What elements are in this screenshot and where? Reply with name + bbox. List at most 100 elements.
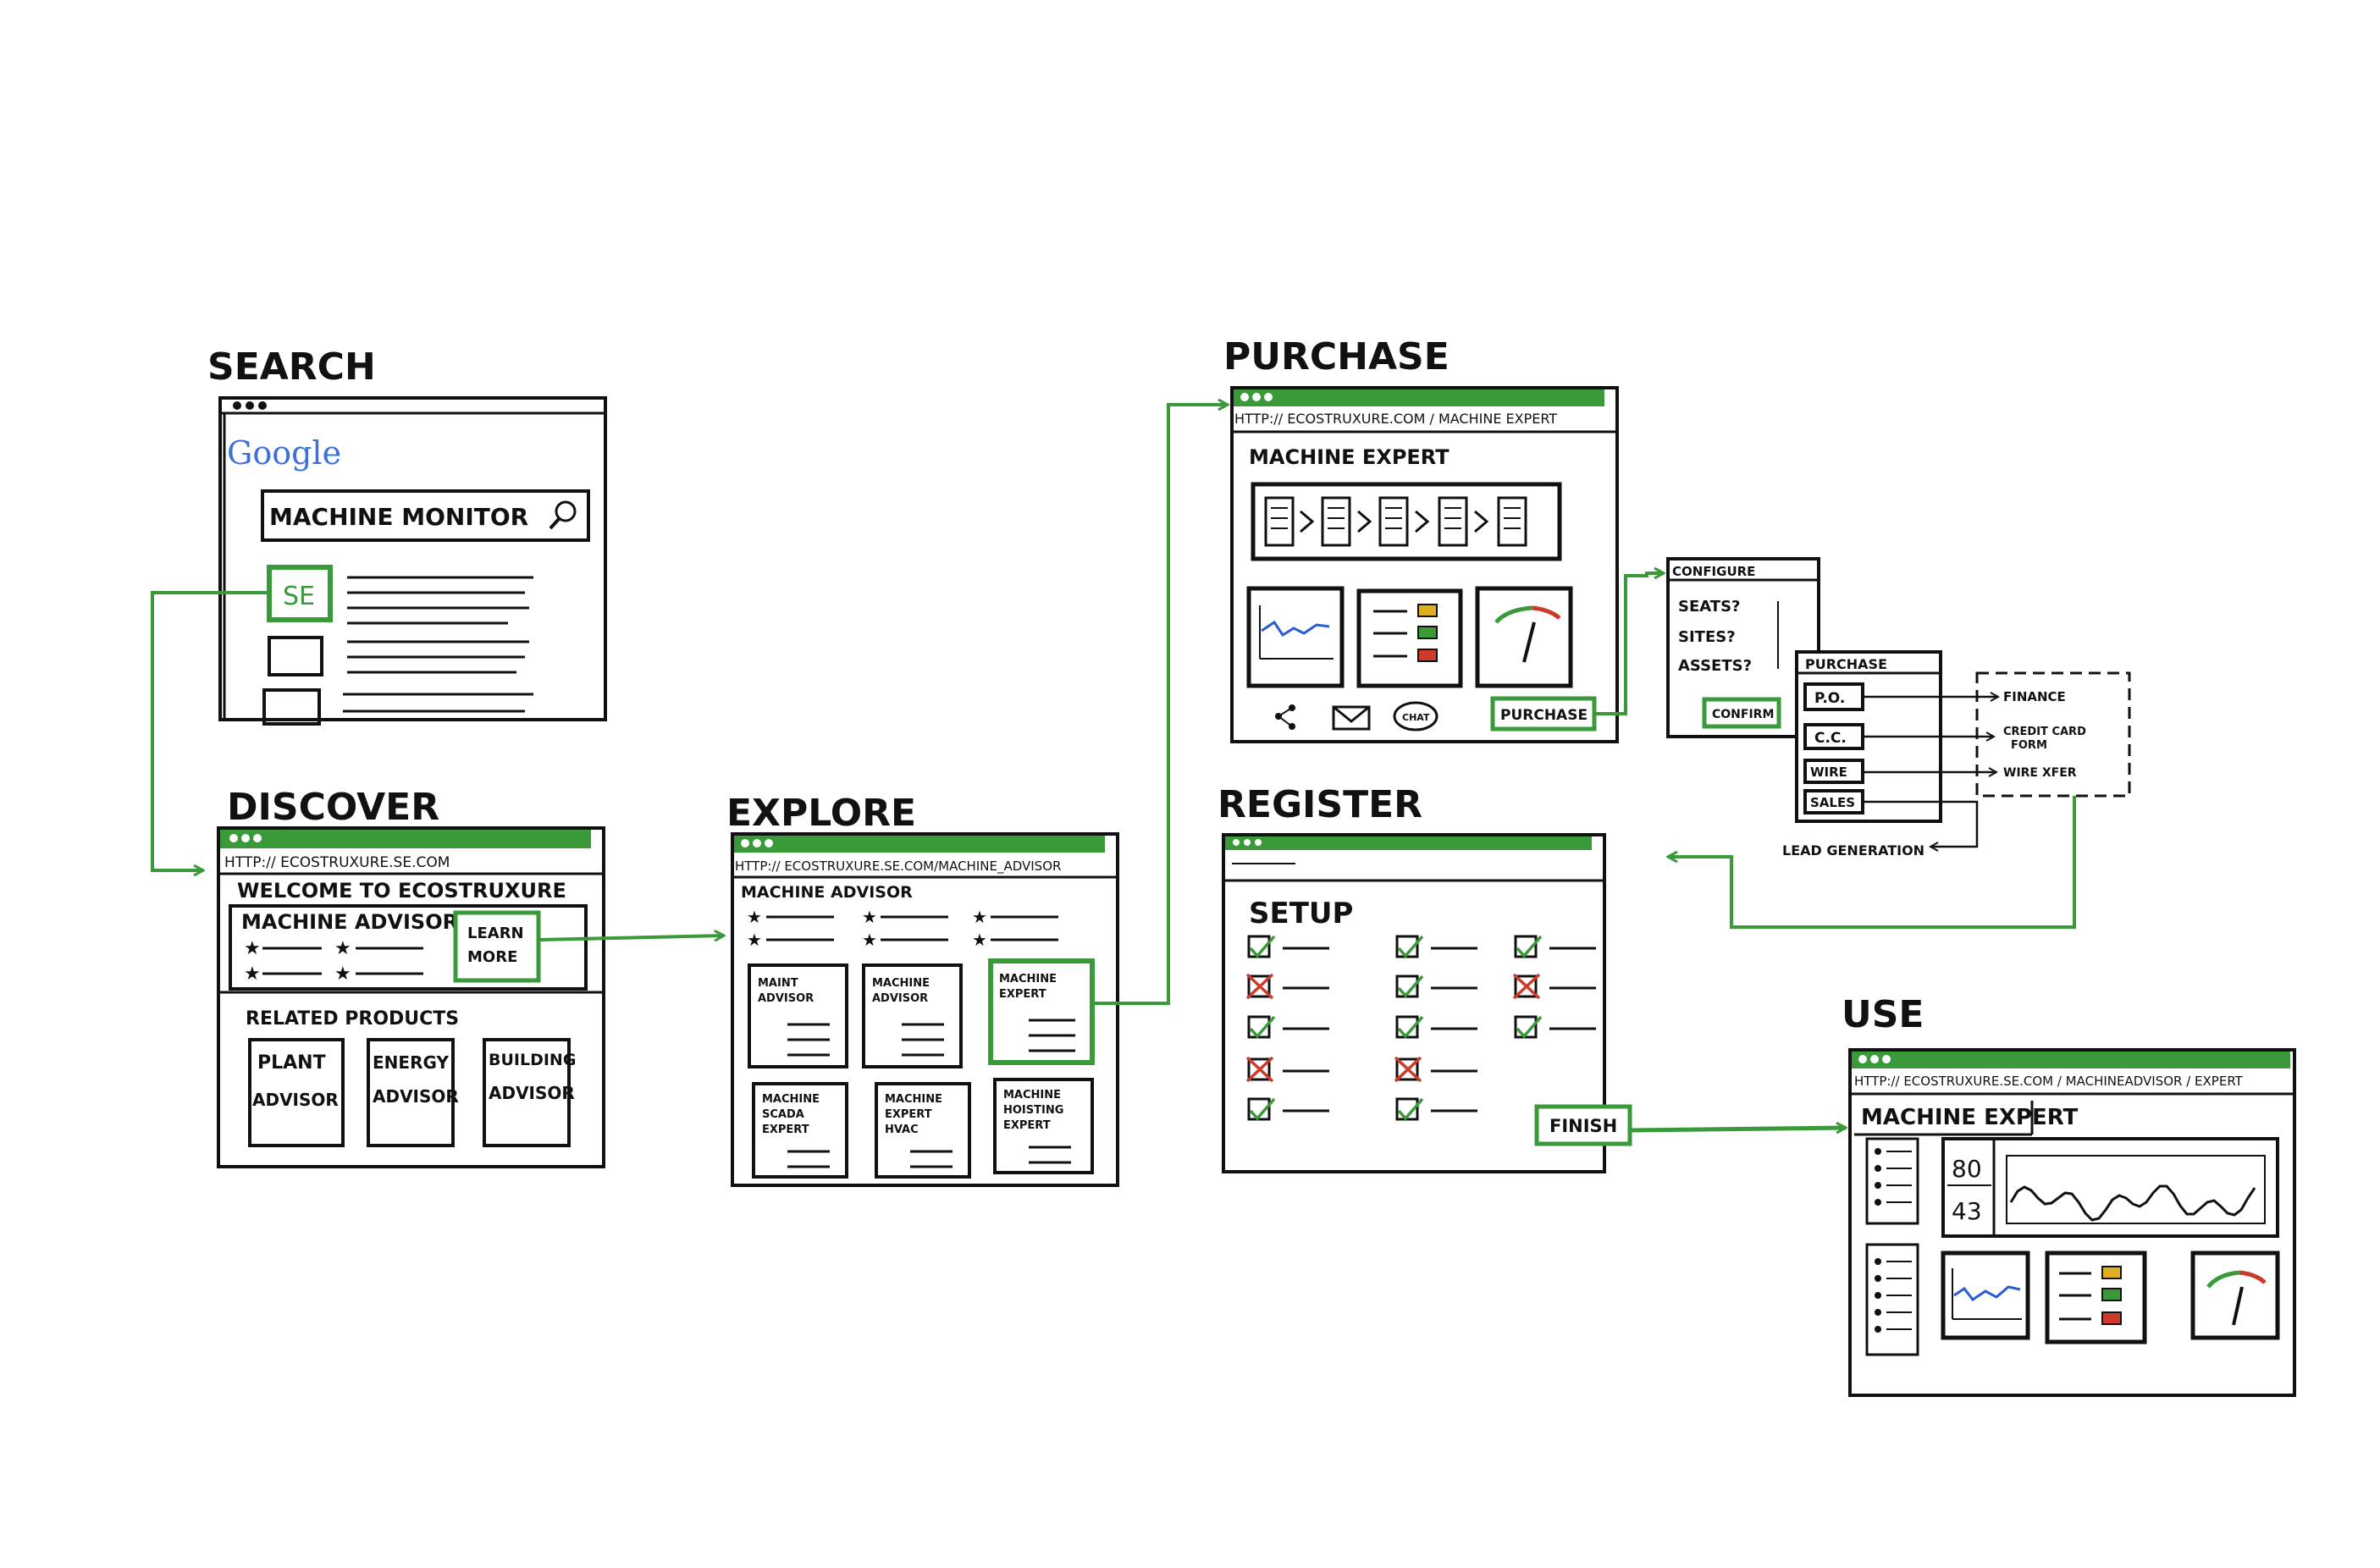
url-bar[interactable]: HTTP:// ECOSTRUXURE.SE.COM / MACHINEADVI… <box>1854 1074 2244 1089</box>
sparkline-chart <box>2009 1184 2256 1222</box>
lead-generation-label: LEAD GENERATION <box>1782 842 1924 859</box>
star-icon: ★ <box>862 930 877 950</box>
setup-checkbox[interactable] <box>1247 1057 1271 1081</box>
svg-text:MAINT: MAINT <box>758 977 798 990</box>
sidebar-nav-list[interactable] <box>1865 1137 1919 1356</box>
related-card-plant[interactable]: PLANT ADVISOR <box>248 1038 345 1147</box>
configure-title: CONFIGURE <box>1672 564 1755 579</box>
option-sales-button[interactable]: SALES <box>1803 789 1864 814</box>
setup-checkbox[interactable] <box>1395 974 1419 998</box>
svg-text:HOISTING: HOISTING <box>1003 1104 1063 1117</box>
svg-text:MACHINE: MACHINE <box>1003 1089 1061 1101</box>
rating-lines <box>262 947 423 975</box>
flow-arrow-discover-to-explore <box>538 936 724 940</box>
setup-checkbox[interactable] <box>1395 935 1419 958</box>
learn-more-button[interactable] <box>453 910 541 983</box>
flow-arrow-purchase-to-configure <box>1594 573 1664 715</box>
confirm-button[interactable] <box>1702 697 1781 729</box>
search-stage: SEARCH Google MACHINE MONITOR SE <box>207 345 607 726</box>
svg-text:ADVISOR: ADVISOR <box>489 1083 575 1103</box>
option-wire-button[interactable]: WIRE <box>1803 759 1864 784</box>
svg-text:MACHINE: MACHINE <box>762 1093 820 1106</box>
chevron-right-icon <box>1474 510 1489 533</box>
search-box[interactable] <box>261 489 590 542</box>
svg-text:PLANT: PLANT <box>257 1052 326 1074</box>
finish-button-label: FINISH <box>1549 1116 1617 1136</box>
svg-text:ADVISOR: ADVISOR <box>252 1090 339 1110</box>
star-icon: ★ <box>862 907 877 927</box>
stage-title-register: REGISTER <box>1218 783 1422 826</box>
purchase-options-title: PURCHASE <box>1805 656 1887 672</box>
finish-button[interactable] <box>1534 1104 1632 1146</box>
explore-stage: EXPLORE HTTP:// ECOSTRUXURE.SE.COM/MACHI… <box>726 792 1119 1187</box>
target-credit-card: CREDIT CARD <box>2003 726 2086 738</box>
flow-arrow-payment-to-register <box>1668 796 2076 929</box>
check-mark-icon <box>1249 935 1276 958</box>
svg-text:SALES: SALES <box>1810 795 1855 810</box>
kpi-value-bottom: 43 <box>1952 1197 1982 1225</box>
setup-checkbox[interactable] <box>1247 1097 1271 1121</box>
check-mark-icon <box>1516 1015 1543 1039</box>
purchase-options-window: PURCHASE P.O. C.C. WIRE SALES FINANCE CR… <box>1782 650 2131 859</box>
svg-text:EXPERT: EXPERT <box>762 1124 809 1136</box>
star-icon: ★ <box>747 907 762 927</box>
explore-card-scada-expert[interactable]: MACHINE SCADA EXPERT <box>752 1082 848 1179</box>
setup-checkbox[interactable] <box>1247 1015 1271 1039</box>
setup-checkbox[interactable] <box>1395 1057 1419 1081</box>
explore-card-machine-expert[interactable]: MACHINE EXPERT <box>988 958 1095 1065</box>
setup-checkbox[interactable] <box>1514 1015 1538 1039</box>
setup-checkbox[interactable] <box>1247 935 1271 958</box>
setup-checkbox[interactable] <box>1247 974 1271 998</box>
explore-card-hoisting-expert[interactable]: MACHINE HOISTING EXPERT <box>993 1078 1094 1174</box>
setup-checkbox[interactable] <box>1395 1015 1419 1039</box>
purchase-stage: PURCHASE HTTP:// ECOSTRUXURE.COM / MACHI… <box>1223 335 1619 743</box>
setup-checkbox[interactable] <box>1395 1097 1419 1121</box>
check-mark-icon <box>1249 1015 1276 1039</box>
search-query: MACHINE MONITOR <box>269 503 528 531</box>
option-cc-button[interactable]: C.C. <box>1803 723 1864 750</box>
setup-checkbox[interactable] <box>1514 935 1538 958</box>
option-po-button[interactable]: P.O. <box>1803 682 1864 711</box>
result-thumbnail <box>262 688 321 726</box>
url-bar[interactable]: HTTP:// ECOSTRUXURE.COM / MACHINE EXPERT <box>1234 411 1557 427</box>
x-mark-icon <box>1245 973 1274 1000</box>
config-seats: SEATS? <box>1678 598 1740 616</box>
svg-text:EXPERT: EXPERT <box>1003 1119 1051 1132</box>
stage-title-explore: EXPLORE <box>726 792 916 835</box>
chat-label: CHAT <box>1402 712 1430 723</box>
related-card-building[interactable]: BUILDING ADVISOR <box>483 1038 576 1147</box>
star-icon: ★ <box>972 907 987 927</box>
rating-lines <box>766 915 1058 941</box>
url-bar[interactable]: HTTP:// ECOSTRUXURE.SE.COM <box>224 854 450 871</box>
explore-card-maint-advisor[interactable]: MAINT ADVISOR <box>748 963 848 1068</box>
explore-card-expert-hvac[interactable]: MACHINE EXPERT HVAC <box>875 1082 971 1179</box>
star-icon: ★ <box>244 963 261 985</box>
magnifier-icon[interactable] <box>549 500 577 530</box>
learn-more-line2: MORE <box>467 948 517 966</box>
explore-card-machine-advisor[interactable]: MACHINE ADVISOR <box>862 963 963 1068</box>
target-wire-xfer: WIRE XFER <box>2003 766 2077 780</box>
stage-title-use: USE <box>1842 993 1924 1036</box>
gauge-widget <box>2190 1251 2280 1340</box>
external-systems-box <box>1975 671 2131 798</box>
x-mark-icon <box>1245 1056 1274 1083</box>
process-steps-panel <box>1251 482 1562 561</box>
email-icon[interactable] <box>1332 705 1371 731</box>
svg-text:ADVISOR: ADVISOR <box>758 992 814 1005</box>
chat-icon[interactable]: CHAT <box>1393 701 1438 732</box>
setup-checklist <box>1245 935 1596 1121</box>
learn-more-line1: LEARN <box>467 925 524 942</box>
setup-checkbox[interactable] <box>1514 974 1538 998</box>
check-mark-icon <box>1397 1097 1424 1121</box>
chevron-right-icon <box>1415 510 1430 533</box>
kpi-value-top: 80 <box>1952 1155 1982 1183</box>
check-mark-icon <box>1397 935 1424 958</box>
gauge-widget <box>1475 586 1573 688</box>
related-card-energy[interactable]: ENERGY ADVISOR <box>367 1038 459 1147</box>
config-assets: ASSETS? <box>1678 657 1752 675</box>
flow-arrow-register-to-use <box>1629 1128 1846 1130</box>
hero-product: MACHINE ADVISOR <box>241 910 458 934</box>
url-bar[interactable]: HTTP:// ECOSTRUXURE.SE.COM/MACHINE_ADVIS… <box>735 859 1061 875</box>
share-icon[interactable] <box>1275 704 1295 730</box>
configure-window: CONFIGURE SEATS? SITES? ASSETS? CONFIRM <box>1666 557 1820 738</box>
